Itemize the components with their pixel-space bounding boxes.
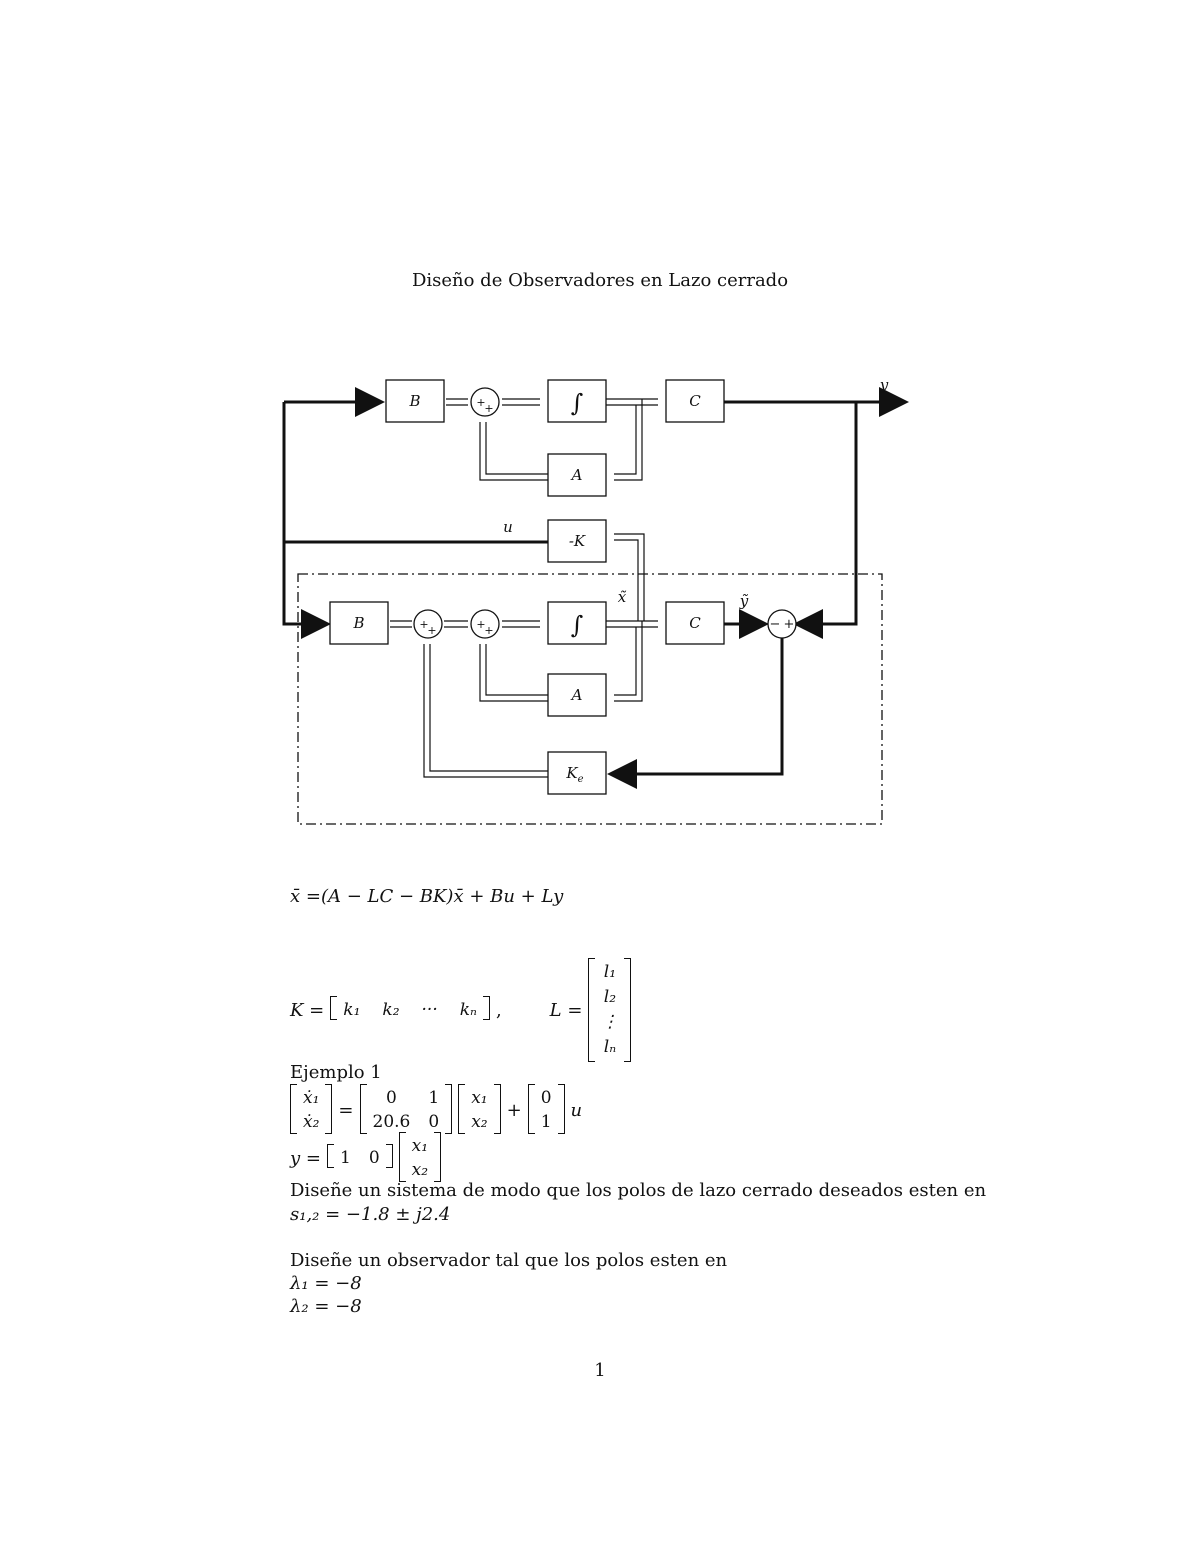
observer-equation: x̄ =(A − LC − BK)x̄ + Bu + Ly [290,886,564,907]
lambda-1: λ₁ = −8 [290,1273,362,1294]
k-entry: ··· [421,1000,438,1020]
l-entry: ⋮ [601,1012,619,1032]
a-entry: 0 [386,1088,397,1108]
y-lhs: y = [290,1147,321,1169]
a-entry: 1 [428,1088,440,1108]
gain-ke-label: Ke [565,764,583,785]
sum3-plus-b: + [484,624,493,637]
plant-integrator-label: ∫ [571,389,584,417]
observer-a-label: A [570,686,583,704]
l-matrix: l₁ l₂ ⋮ lₙ [588,958,632,1062]
sum4-plus: + [784,617,795,632]
page-title: Diseño de Observadores en Lazo cerrado [411,270,789,291]
gain-k-label: -K [569,532,586,550]
design-text: Diseñe un sistema de modo que los polos … [290,1180,987,1201]
k-matrix: k₁ k₂ ··· kₙ [330,996,490,1024]
plant-b-label: B [408,392,420,410]
plus-sign: + [506,1099,522,1121]
k-tail: , [495,999,502,1021]
k-entry: k₂ [382,1000,400,1020]
kl-definitions: K = k₁ k₂ ··· kₙ , L = l₁ l₂ ⋮ lₙ [290,955,632,1065]
sum2-plus-b: + [427,624,436,637]
ytilde-label: ỹ [739,592,749,610]
output-y-label: y [879,376,889,394]
desired-poles: s₁,₂ = −1.8 ± j2.4 [290,1204,451,1225]
input-u: u [570,1099,583,1121]
a-entry: 20.6 [372,1112,411,1132]
l-lhs: L = [549,999,583,1021]
c-entry: 0 [368,1148,380,1168]
observer-c-label: C [689,614,701,632]
sum1-plus-b: + [484,402,493,415]
x-entry: x₂ [411,1160,429,1180]
input-u-label: u [503,518,513,536]
sum1-plus-a: + [476,396,485,409]
x-entry: x₁ [471,1088,488,1108]
l-entry: lₙ [603,1037,617,1057]
x-entry: x₂ [471,1112,488,1132]
k-lhs: K = [290,999,325,1021]
plant-a-label: A [570,466,583,484]
sum4-minus: − [770,617,781,632]
lhs-entry: ẋ₂ [303,1112,320,1132]
b-entry: 1 [540,1112,552,1132]
b-entry: 0 [540,1088,552,1108]
observer-text: Diseñe un observador tal que los polos e… [290,1250,728,1271]
sum2-plus-a: + [419,618,428,631]
lambda-2: λ₂ = −8 [290,1296,362,1317]
plant-c-label: C [689,392,701,410]
observer-block-diagram: B ∫ C A -K B ∫ C A Ke y u x̃ ỹ + + + + +… [282,376,909,825]
l-entry: l₂ [603,987,617,1007]
xtilde-label: x̃ [618,588,627,606]
equals-sign: = [338,1099,354,1121]
observer-b-label: B [352,614,364,632]
sum3-plus-a: + [476,618,485,631]
lhs-entry: ẋ₁ [303,1088,320,1108]
example-title: Ejemplo 1 [290,1062,382,1083]
x-entry: x₁ [411,1136,429,1156]
observer-integrator-label: ∫ [571,611,584,639]
page-number: 1 [594,1360,606,1381]
state-equation: ẋ₁ ẋ₂ = 0 1 20.6 0 x₁ x₂ + 0 1 u [290,1084,582,1136]
k-entry: kₙ [459,1000,477,1020]
c-entry: 1 [339,1148,351,1168]
l-entry: l₁ [603,962,617,982]
a-entry: 0 [428,1112,440,1132]
k-entry: k₁ [343,1000,361,1020]
